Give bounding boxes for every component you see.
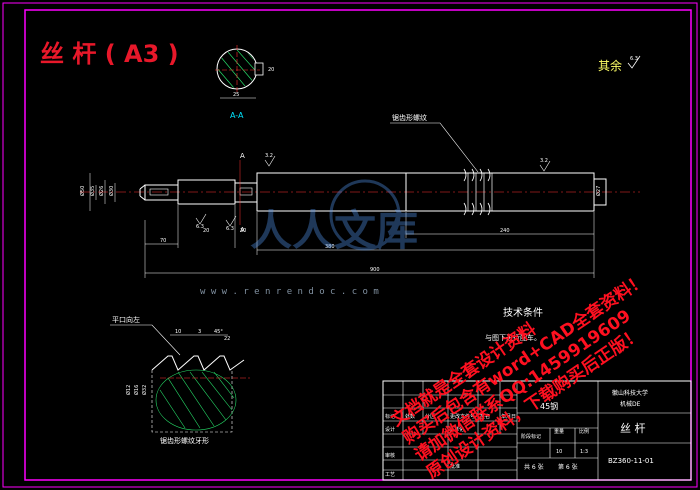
tb-qty: 10 <box>556 449 562 455</box>
tb-drawing-no: BZ360-11-01 <box>608 457 654 465</box>
surface-note-value: 6.3 <box>630 56 638 62</box>
tb-count-hdr: 处数 <box>405 413 415 420</box>
dim-len-20: 20 <box>203 228 209 234</box>
dim-len-380: 380 <box>325 244 335 250</box>
detail-dim-10: 10 <box>175 329 181 335</box>
roughness-symbol <box>627 55 641 69</box>
tech-req-line1: 与图下进行配车。 <box>485 333 541 342</box>
tb-approve: 批准 <box>450 463 460 470</box>
detail-label: 平口向左 <box>112 315 140 324</box>
surface-note-label: 其余 <box>598 58 622 73</box>
section-dim-20: 20 <box>268 67 274 73</box>
shaft-main-view <box>80 168 640 216</box>
section-a-a: 25 20 A-A <box>215 45 274 120</box>
dimension-lines <box>89 160 595 278</box>
tb-doc-hdr: 更改文件号 <box>450 413 475 420</box>
dim-len-900: 900 <box>370 267 380 273</box>
tb-weight-hdr: 重量 <box>554 428 564 435</box>
watermark-url: w w w . r e n r e n d o c . c o m <box>200 287 379 297</box>
thread-callout-leader <box>390 122 479 173</box>
tb-sheet: 第 6 张 <box>558 463 578 471</box>
roughness-2: 3.2 <box>265 153 273 159</box>
tb-process: 工艺 <box>385 472 395 478</box>
roughness-symbols <box>195 155 551 227</box>
tech-req-heading: 技术条件 <box>503 306 543 319</box>
tb-school: 徽山科技大学 <box>612 389 648 397</box>
detail-dim-d32: Ø32 <box>141 385 148 395</box>
title-block <box>382 380 692 481</box>
section-label: A-A <box>230 111 244 120</box>
red-watermark-lines: 文档就是全套设计资料 购买后包含有word+CAD全套资料！ 请加微信联系QQ:… <box>387 269 650 483</box>
thread-callout-label: 锯齿形螺纹 <box>392 113 427 122</box>
dim-dia-4: Ø27 <box>595 186 602 196</box>
roughness-0: 6.3 <box>196 224 204 230</box>
section-dim-25: 25 <box>233 92 239 98</box>
tb-design: 设计 <box>385 426 395 433</box>
tb-material: 45钢 <box>540 401 558 411</box>
thread-profile-detail: 平口向左 10 3 45° 22 Ø12 Ø16 Ø32 锯齿形螺纹牙形 <box>110 315 250 445</box>
section-mark-top: A <box>240 152 245 160</box>
dim-dia-0: Ø50 <box>79 186 86 196</box>
section-mark-bottom: A <box>240 226 245 234</box>
tb-zone-hdr: 分区 <box>425 413 435 420</box>
tb-sheets: 共 6 张 <box>524 463 544 471</box>
detail-dim-d12: Ø12 <box>125 385 132 395</box>
dim-dia-1: Ø35 <box>89 186 96 196</box>
tb-review: 审核 <box>385 452 395 459</box>
dim-dia-3: Ø30 <box>108 186 115 196</box>
tb-sign-hdr: 签名 <box>480 413 490 420</box>
renrendoc-watermark: 人人文库 <box>250 179 418 255</box>
roughness-3: 3.2 <box>540 158 548 164</box>
tb-scale: 1:3 <box>580 449 588 455</box>
tb-part-name: 丝 杆 <box>620 421 646 435</box>
dim-dia-2: Ø26 <box>98 186 105 196</box>
watermark-center: 人人文库 <box>250 206 418 255</box>
dim-len-30: 30 <box>240 228 246 234</box>
detail-caption: 锯齿形螺纹牙形 <box>160 436 209 445</box>
dim-len-70: 70 <box>160 238 166 244</box>
roughness-1: 6.3 <box>226 226 234 232</box>
detail-dim-22: 22 <box>224 336 230 342</box>
drawing-title: 丝 杆 ( A3 ) <box>40 40 179 68</box>
tb-date-hdr: 年月日 <box>501 413 516 420</box>
tb-scale-hdr: 比例 <box>579 428 589 435</box>
tb-stage-hdr: 阶段标记 <box>521 433 541 440</box>
detail-dim-3: 3 <box>198 329 201 335</box>
dim-len-240: 240 <box>500 228 510 234</box>
tb-dept: 机械DE <box>620 400 641 408</box>
detail-dim-45: 45° <box>214 329 223 335</box>
tb-std: 标准化 <box>449 426 464 433</box>
detail-dim-d16: Ø16 <box>133 385 140 395</box>
tb-mark-hdr: 标记 <box>385 413 395 420</box>
inner-border <box>24 9 692 481</box>
